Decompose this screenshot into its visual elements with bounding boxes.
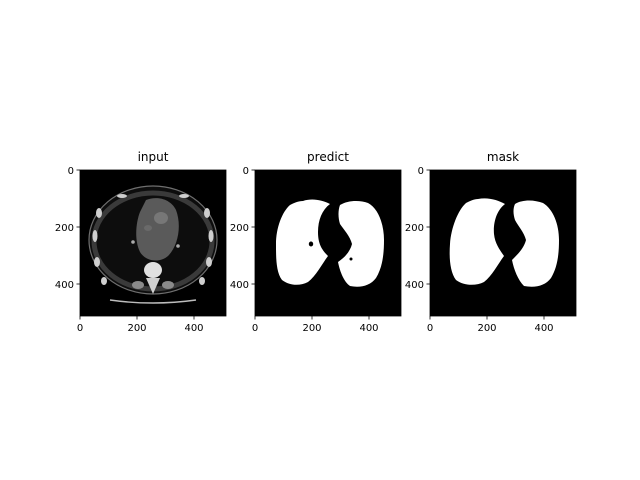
ytick-label: 200 <box>405 223 424 234</box>
ct-vessel <box>144 225 152 231</box>
ytick-label: 200 <box>55 223 74 234</box>
xtick-label: 400 <box>184 323 203 334</box>
panel-input: input <box>55 150 227 334</box>
ct-ribs <box>92 194 214 285</box>
ytick-label: 200 <box>230 223 249 234</box>
xtick-label: 400 <box>359 323 378 334</box>
panel-title-input: input <box>138 150 169 164</box>
ticks-predict <box>251 169 370 320</box>
ytick-label: 400 <box>230 280 249 291</box>
panel-predict: predict 0 200 400 0 200 400 <box>230 150 402 334</box>
panel-title-predict: predict <box>307 150 349 164</box>
ticks-input <box>76 169 195 320</box>
mask-lung-right <box>512 200 559 287</box>
predict-gaps <box>308 241 353 261</box>
ytick-label: 0 <box>243 166 249 177</box>
panel-title-mask: mask <box>487 150 519 164</box>
ticks-mask <box>426 169 545 320</box>
ct-hilar-dot-left <box>131 240 135 244</box>
axes-frame-mask <box>429 169 577 317</box>
axes-frame-predict <box>254 169 402 317</box>
predict-specks <box>343 253 361 262</box>
predict-mask <box>276 199 384 287</box>
xtick-label: 0 <box>252 323 258 334</box>
ct-aorta <box>154 212 168 224</box>
xtick-label: 200 <box>127 323 146 334</box>
xtick-label: 0 <box>427 323 433 334</box>
xtick-label: 400 <box>534 323 553 334</box>
mask-lung-left <box>449 198 505 285</box>
ct-vertebra <box>144 262 162 278</box>
xtick-label: 0 <box>77 323 83 334</box>
ct-hilar-dot-right <box>176 244 180 248</box>
xtick-label: 200 <box>477 323 496 334</box>
ytick-label: 400 <box>405 280 424 291</box>
panel-mask: mask 0 200 400 0 200 400 <box>405 150 577 334</box>
ct-image <box>88 185 218 304</box>
ytick-label: 400 <box>55 280 74 291</box>
ct-spinous-process <box>146 278 160 294</box>
ytick-label: 0 <box>418 166 424 177</box>
gt-mask <box>449 198 559 287</box>
ytick-label: 0 <box>68 166 74 177</box>
predict-lung-right <box>338 200 384 287</box>
xtick-label: 200 <box>302 323 321 334</box>
ct-paraspinal-left <box>132 281 144 289</box>
ct-scanner-table <box>109 299 197 304</box>
predict-lung-left <box>276 199 330 285</box>
ct-paraspinal-right <box>162 281 174 289</box>
ct-mediastinum <box>136 198 179 261</box>
axes-frame-input <box>79 169 227 317</box>
